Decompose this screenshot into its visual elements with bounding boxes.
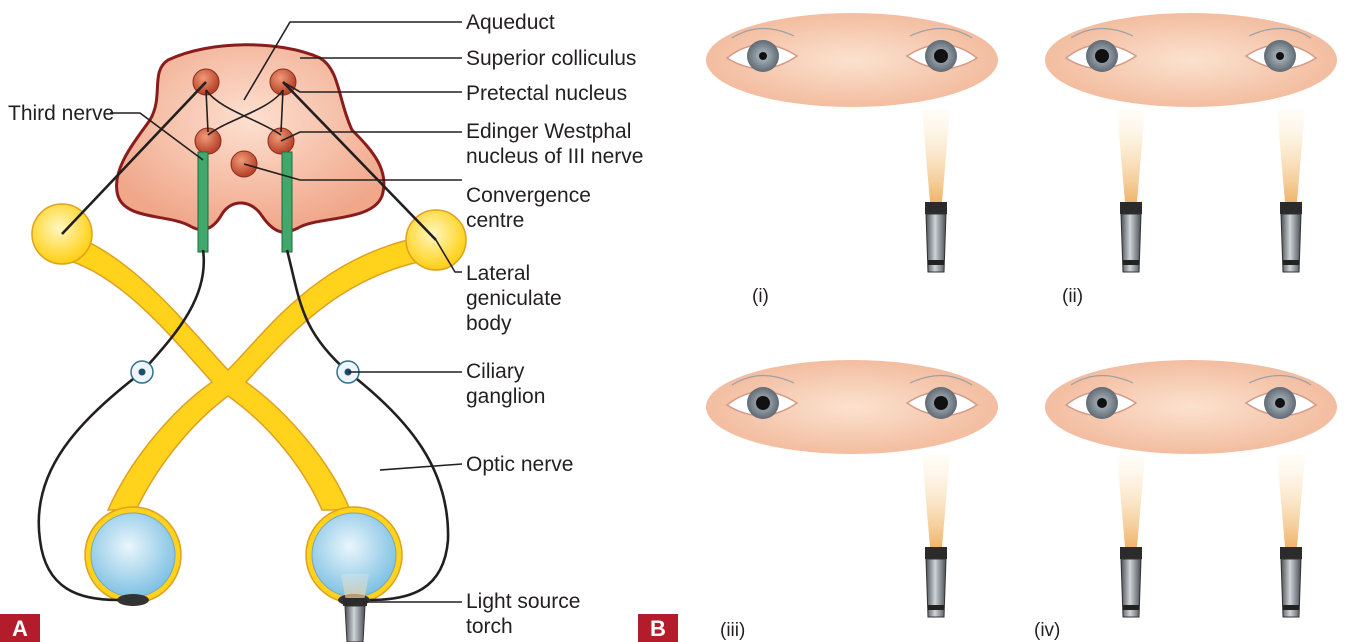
subfigure-iv: (iv) (1034, 360, 1337, 641)
label-third-nerve: Third nerve (8, 102, 114, 125)
subfigure-iv-label: (iv) (1034, 620, 1060, 641)
label-edinger-westphal-1: Edinger Westphal (466, 120, 631, 143)
label-light-source-1: Light source (466, 590, 580, 613)
label-edinger-westphal-2: nucleus of III nerve (466, 145, 643, 168)
label-convergence-centre-1: Convergence (466, 184, 591, 207)
subfigure-i: (i) (706, 13, 998, 307)
midbrain (117, 45, 384, 232)
label-light-source-2: torch (466, 615, 513, 638)
label-optic-nerve: Optic nerve (466, 453, 573, 476)
panel-b-letter: B (650, 616, 666, 641)
subfigure-iii-label: (iii) (720, 620, 745, 641)
label-lgb-2: geniculate (466, 287, 562, 310)
panel-b: (i) (ii) (iii) (iv) (638, 13, 1337, 642)
left-third-nerve-sheath (198, 152, 208, 252)
label-ciliary-ganglion-1: Ciliary (466, 360, 525, 383)
label-convergence-centre-2: centre (466, 209, 524, 232)
optic-pathway (32, 204, 466, 510)
left-eyeball (85, 507, 181, 606)
panel-a: Aqueduct Superior colliculus Pretectal n… (0, 11, 643, 642)
subfigure-iii: (iii) (706, 360, 998, 641)
label-pretectal-nucleus: Pretectal nucleus (466, 82, 627, 105)
label-aqueduct: Aqueduct (466, 11, 555, 34)
subfigure-ii: (ii) (1045, 13, 1337, 307)
subfigure-i-label: (i) (752, 286, 769, 307)
label-lgb-3: body (466, 312, 512, 335)
label-ciliary-ganglion-2: ganglion (466, 385, 545, 408)
subfigure-ii-label: (ii) (1062, 286, 1083, 307)
right-third-nerve-sheath (282, 152, 292, 252)
light-source-torch (341, 574, 369, 642)
label-superior-colliculus: Superior colliculus (466, 47, 636, 70)
panel-a-letter: A (12, 616, 28, 641)
label-lgb-1: Lateral (466, 262, 530, 285)
